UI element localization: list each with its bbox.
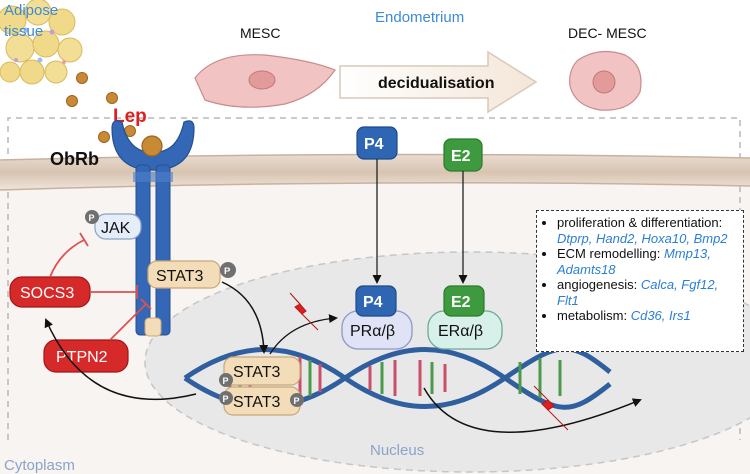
socs3-label: SOCS3	[20, 285, 74, 302]
stat3-phospho-icon	[220, 262, 236, 278]
target-gene-category: ECM remodelling:	[557, 246, 664, 261]
dec-mesc-label: DEC- MESC	[568, 25, 647, 41]
target-gene-names: Cd36, Irs1	[630, 308, 691, 323]
dimer-phospho-icon-1	[219, 373, 233, 387]
jak-phospho-icon	[85, 210, 99, 224]
stat3-to-pr-arrow	[269, 314, 338, 355]
jak-label: JAK	[101, 220, 131, 237]
decidualisation-label: decidualisation	[378, 75, 494, 92]
stat3-to-socs3-arrow	[44, 318, 197, 401]
mesc-label: MESC	[240, 25, 280, 41]
e2-bound-box	[443, 285, 485, 317]
target-gene-item: metabolism: Cd36, Irs1	[557, 308, 737, 324]
membrane-inner-edge	[0, 182, 750, 191]
target-gene-names: Dtprp, Hand2, Hoxa10, Bmp2	[557, 230, 728, 246]
target-gene-names: Calca, Fgf12, Flt1	[557, 277, 719, 308]
stat3-dimer-bottom-label: STAT3	[233, 394, 281, 411]
target-gene-names: Mmp13, Adamts18	[557, 246, 711, 277]
er-receptor-label: ERα/β	[438, 323, 483, 340]
dimer-phospho-icon-2	[219, 391, 233, 405]
p4-ligand-label: P4	[364, 136, 384, 153]
endometrium-label: Endometrium	[375, 9, 464, 26]
nucleus-label: Nucleus	[370, 442, 424, 459]
pr-receptor-label: PRα/β	[350, 323, 395, 340]
lightning-icon	[533, 385, 569, 431]
dimer-phospho-label-1: P	[223, 376, 229, 386]
target-genes-box: proliferation & differentiation: Dtprp, …	[536, 210, 744, 352]
stat3-to-nucleus-arrow	[221, 281, 269, 354]
p4-bound-box	[355, 285, 397, 317]
target-genes-list: proliferation & differentiation: Dtprp, …	[543, 215, 737, 324]
dec-mesc-nucleus-icon	[592, 70, 616, 94]
decidualisation-arrow	[339, 50, 538, 114]
target-gene-category: angiogenesis:	[557, 277, 641, 292]
jak-phospho-label: P	[89, 213, 95, 223]
leptin-molecules	[66, 72, 136, 143]
target-gene-item: angiogenesis: Calca, Fgf12, Flt1	[557, 277, 737, 308]
obrb-label: ObRb	[50, 149, 99, 169]
obrb-receptor-icon	[111, 120, 195, 337]
transcription-output-arrow	[423, 387, 642, 433]
mesc-nucleus-icon	[248, 70, 276, 90]
nucleus-envelope	[144, 251, 750, 473]
lightning-icon	[289, 292, 319, 331]
p4-bound-label: P4	[363, 294, 383, 311]
e2-ligand-label: E2	[451, 148, 471, 165]
inhibition-lines	[49, 232, 152, 341]
adipose-tissue-illustration	[0, 0, 83, 85]
target-gene-category: proliferation & differentiation:	[557, 215, 723, 230]
adipose-label-line1: Adipose	[4, 2, 58, 19]
e2-bound-label: E2	[451, 294, 471, 311]
target-gene-category: metabolism:	[557, 308, 631, 323]
dimer-phospho-label-2: P	[223, 394, 229, 404]
dimer-phospho-icon-3	[290, 393, 304, 407]
cell-membrane	[0, 154, 750, 190]
stat3-dimer-top-label: STAT3	[233, 364, 281, 381]
stat3-label-cytoplasm: STAT3	[156, 268, 204, 285]
ptpn2-label: PTPN2	[56, 349, 108, 366]
cytoplasm-label: Cytoplasm	[4, 457, 75, 474]
adipose-label-line2: tissue	[4, 23, 43, 40]
ptpn2-box	[43, 339, 129, 373]
stat3-box-cytoplasm	[147, 260, 221, 289]
bound-leptin	[141, 135, 163, 157]
stat3-phospho-label: P	[224, 266, 231, 277]
jak-box	[94, 213, 142, 240]
dimer-phospho-label-3: P	[294, 396, 300, 406]
target-gene-item: ECM remodelling: Mmp13, Adamts18	[557, 246, 737, 277]
target-gene-item: proliferation & differentiation: Dtprp, …	[557, 215, 737, 246]
stat3-dimer-top	[223, 356, 301, 386]
